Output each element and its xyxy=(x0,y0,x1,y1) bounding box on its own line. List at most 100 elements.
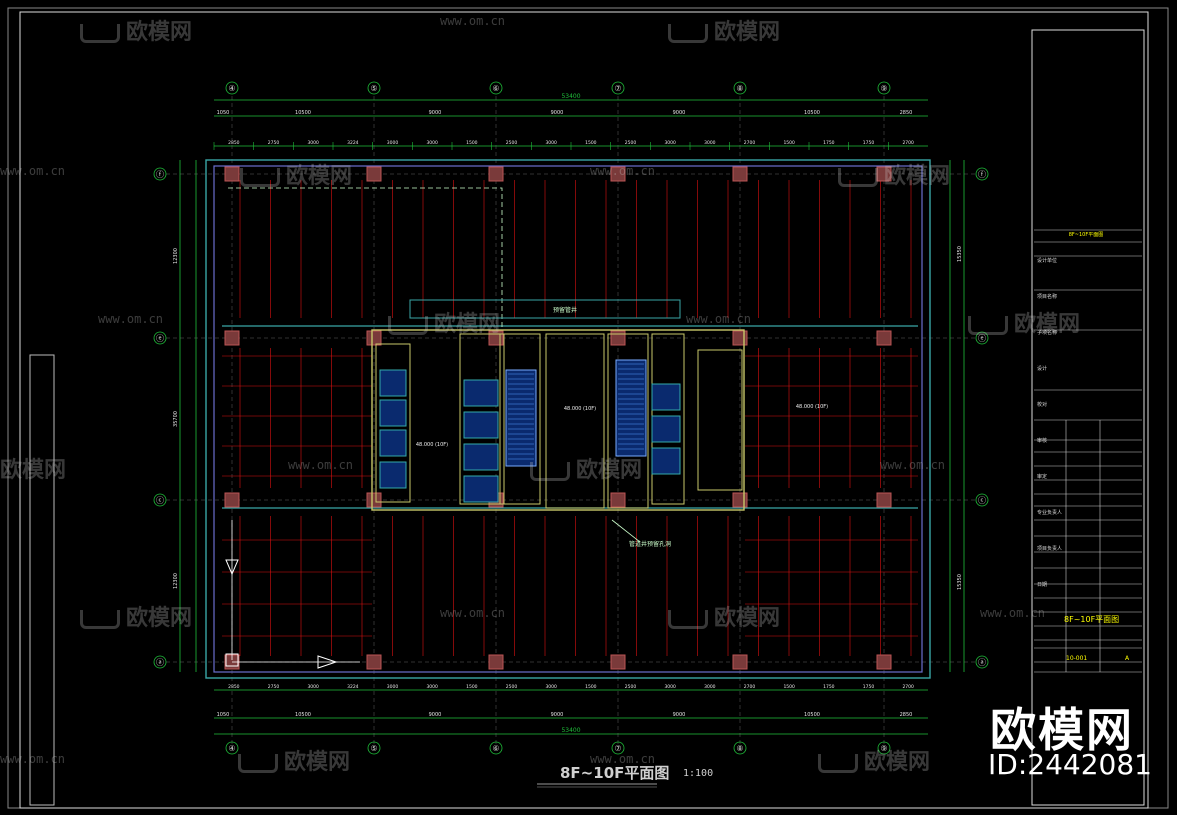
dimension-text-bottom: 2850 xyxy=(900,712,913,718)
grid-label-right: ⓐ xyxy=(978,658,986,667)
grid-bubble-bottom xyxy=(489,741,503,755)
structural-column xyxy=(732,492,748,508)
grid-bubble-top xyxy=(489,81,503,95)
dimension-text-top-sub: 1750 xyxy=(863,140,875,146)
grid-label-top: ⑥ xyxy=(492,84,499,93)
grid-bubble-top xyxy=(367,81,381,95)
elevator-shaft xyxy=(463,411,499,439)
dimension-text-top-sub: 3000 xyxy=(387,140,399,146)
grid-label-left: ⓕ xyxy=(156,170,164,179)
grid-bubble-right xyxy=(975,493,989,507)
dimension-text-top: 10500 xyxy=(804,110,820,116)
watermark-url: www.om.cn xyxy=(440,14,506,28)
grid-label-top: ⑨ xyxy=(880,84,887,93)
core-top-wall xyxy=(409,299,681,319)
elevator-shaft xyxy=(379,461,407,489)
room-note-2: 48.000 (10F) xyxy=(564,406,596,412)
title-block-row-label: 设计 xyxy=(1037,365,1047,372)
structural-column xyxy=(876,492,892,508)
dimension-text-right: 15350 xyxy=(957,246,963,262)
dimension-text-bottom: 9000 xyxy=(429,712,442,718)
dimension-text-top-sub: 2700 xyxy=(902,140,914,146)
watermark-url: www.om.cn xyxy=(590,164,656,178)
grid-bubble-bottom xyxy=(367,741,381,755)
grid-bubble-left xyxy=(153,493,167,507)
dimension-text-top: 9000 xyxy=(429,110,442,116)
dimension-text-bottom-sub: 1750 xyxy=(863,684,875,690)
title-block-sheet-name: 8F~10F平面图 xyxy=(1064,615,1120,624)
grid-bubble-left xyxy=(153,655,167,669)
grid-label-left: ⓐ xyxy=(156,658,164,667)
title-block-row-label: 审核 xyxy=(1037,437,1047,444)
grid-label-top: ④ xyxy=(228,84,235,93)
dimension-text-left: 12300 xyxy=(173,248,179,264)
dimension-text-bottom-sub: 1750 xyxy=(823,684,835,690)
dimension-text-bottom: 9000 xyxy=(551,712,564,718)
core-room xyxy=(499,333,541,505)
dimension-text-top: 9000 xyxy=(673,110,686,116)
core-room xyxy=(459,333,505,505)
core-room xyxy=(545,333,605,509)
grid-label-bottom: ④ xyxy=(228,744,235,753)
elevator-shaft xyxy=(651,383,681,411)
dimension-text-top-sub: 2500 xyxy=(625,140,637,146)
watermark-url: www.om.cn xyxy=(686,312,752,326)
structural-column xyxy=(876,330,892,346)
elevator-shaft xyxy=(463,379,499,407)
grid-label-top: ⑤ xyxy=(370,84,377,93)
grid-label-right: ⓕ xyxy=(978,170,986,179)
grid-bubble-bottom xyxy=(877,741,891,755)
structural-column xyxy=(224,492,240,508)
dimension-text-bottom: 10500 xyxy=(804,712,820,718)
structural-column xyxy=(366,492,382,508)
callout-bottom: 管道井预留孔洞 xyxy=(629,540,671,548)
title-block-name-cell: 8F~10F平面图 xyxy=(1069,232,1104,238)
drawing-title: 8F~10F平面图 xyxy=(560,764,670,782)
grid-bubble-left xyxy=(153,167,167,181)
grid-label-bottom: ⑥ xyxy=(492,744,499,753)
grid-bubble-bottom xyxy=(733,741,747,755)
title-block-row-label: 审定 xyxy=(1037,473,1047,480)
core-room xyxy=(375,343,411,503)
dimension-text-top: 1050 xyxy=(217,110,230,116)
dimension-text-bottom-sub: 1500 xyxy=(585,684,597,690)
watermark-url: www.om.cn xyxy=(880,458,946,472)
structural-column xyxy=(366,166,382,182)
elevator-shaft xyxy=(463,443,499,471)
stair-core xyxy=(615,359,647,457)
left-stamp-strip xyxy=(29,354,55,806)
elevator-shaft xyxy=(651,447,681,475)
title-block-row-label: 子项名称 xyxy=(1037,329,1057,336)
dimension-text-bottom: 1050 xyxy=(217,712,230,718)
dimension-text-right: 15350 xyxy=(957,574,963,590)
structural-column xyxy=(732,654,748,670)
grid-bubble-top xyxy=(611,81,625,95)
title-block-row-label: 专业负责人 xyxy=(1037,509,1062,516)
core-outline xyxy=(371,329,745,511)
watermark-url: www.om.cn xyxy=(98,312,164,326)
grid-bubble-right xyxy=(975,655,989,669)
elevator-shaft xyxy=(379,429,407,457)
dimension-text-bottom-sub: 3000 xyxy=(664,684,676,690)
dimension-text-top-sub: 1500 xyxy=(466,140,478,146)
dimension-text-bottom-sub: 2700 xyxy=(902,684,914,690)
room-note-1: 48.000 (10F) xyxy=(416,442,448,448)
watermark-url: www.om.cn xyxy=(590,752,656,766)
dimension-text-bottom-sub: 2500 xyxy=(506,684,518,690)
structural-column xyxy=(610,166,626,182)
title-block-sheet-no: 10-001 xyxy=(1066,655,1088,662)
facade-outer-line xyxy=(205,159,931,679)
structural-column xyxy=(732,166,748,182)
stair-core xyxy=(505,369,537,467)
drawing-scale: 1:100 xyxy=(683,768,714,779)
dashed-markup-line xyxy=(228,187,503,330)
title-block-row-label: 项目负责人 xyxy=(1037,545,1062,552)
structural-column xyxy=(366,654,382,670)
structural-column xyxy=(488,654,504,670)
room-note-3: 48.000 (10F) xyxy=(796,404,828,410)
dimension-text-top-sub: 3000 xyxy=(426,140,438,146)
grid-label-top: ⑧ xyxy=(736,84,743,93)
dimension-text-top-sub: 3000 xyxy=(307,140,319,146)
callout-leader xyxy=(611,519,641,543)
grid-label-left: ⓒ xyxy=(156,496,164,505)
